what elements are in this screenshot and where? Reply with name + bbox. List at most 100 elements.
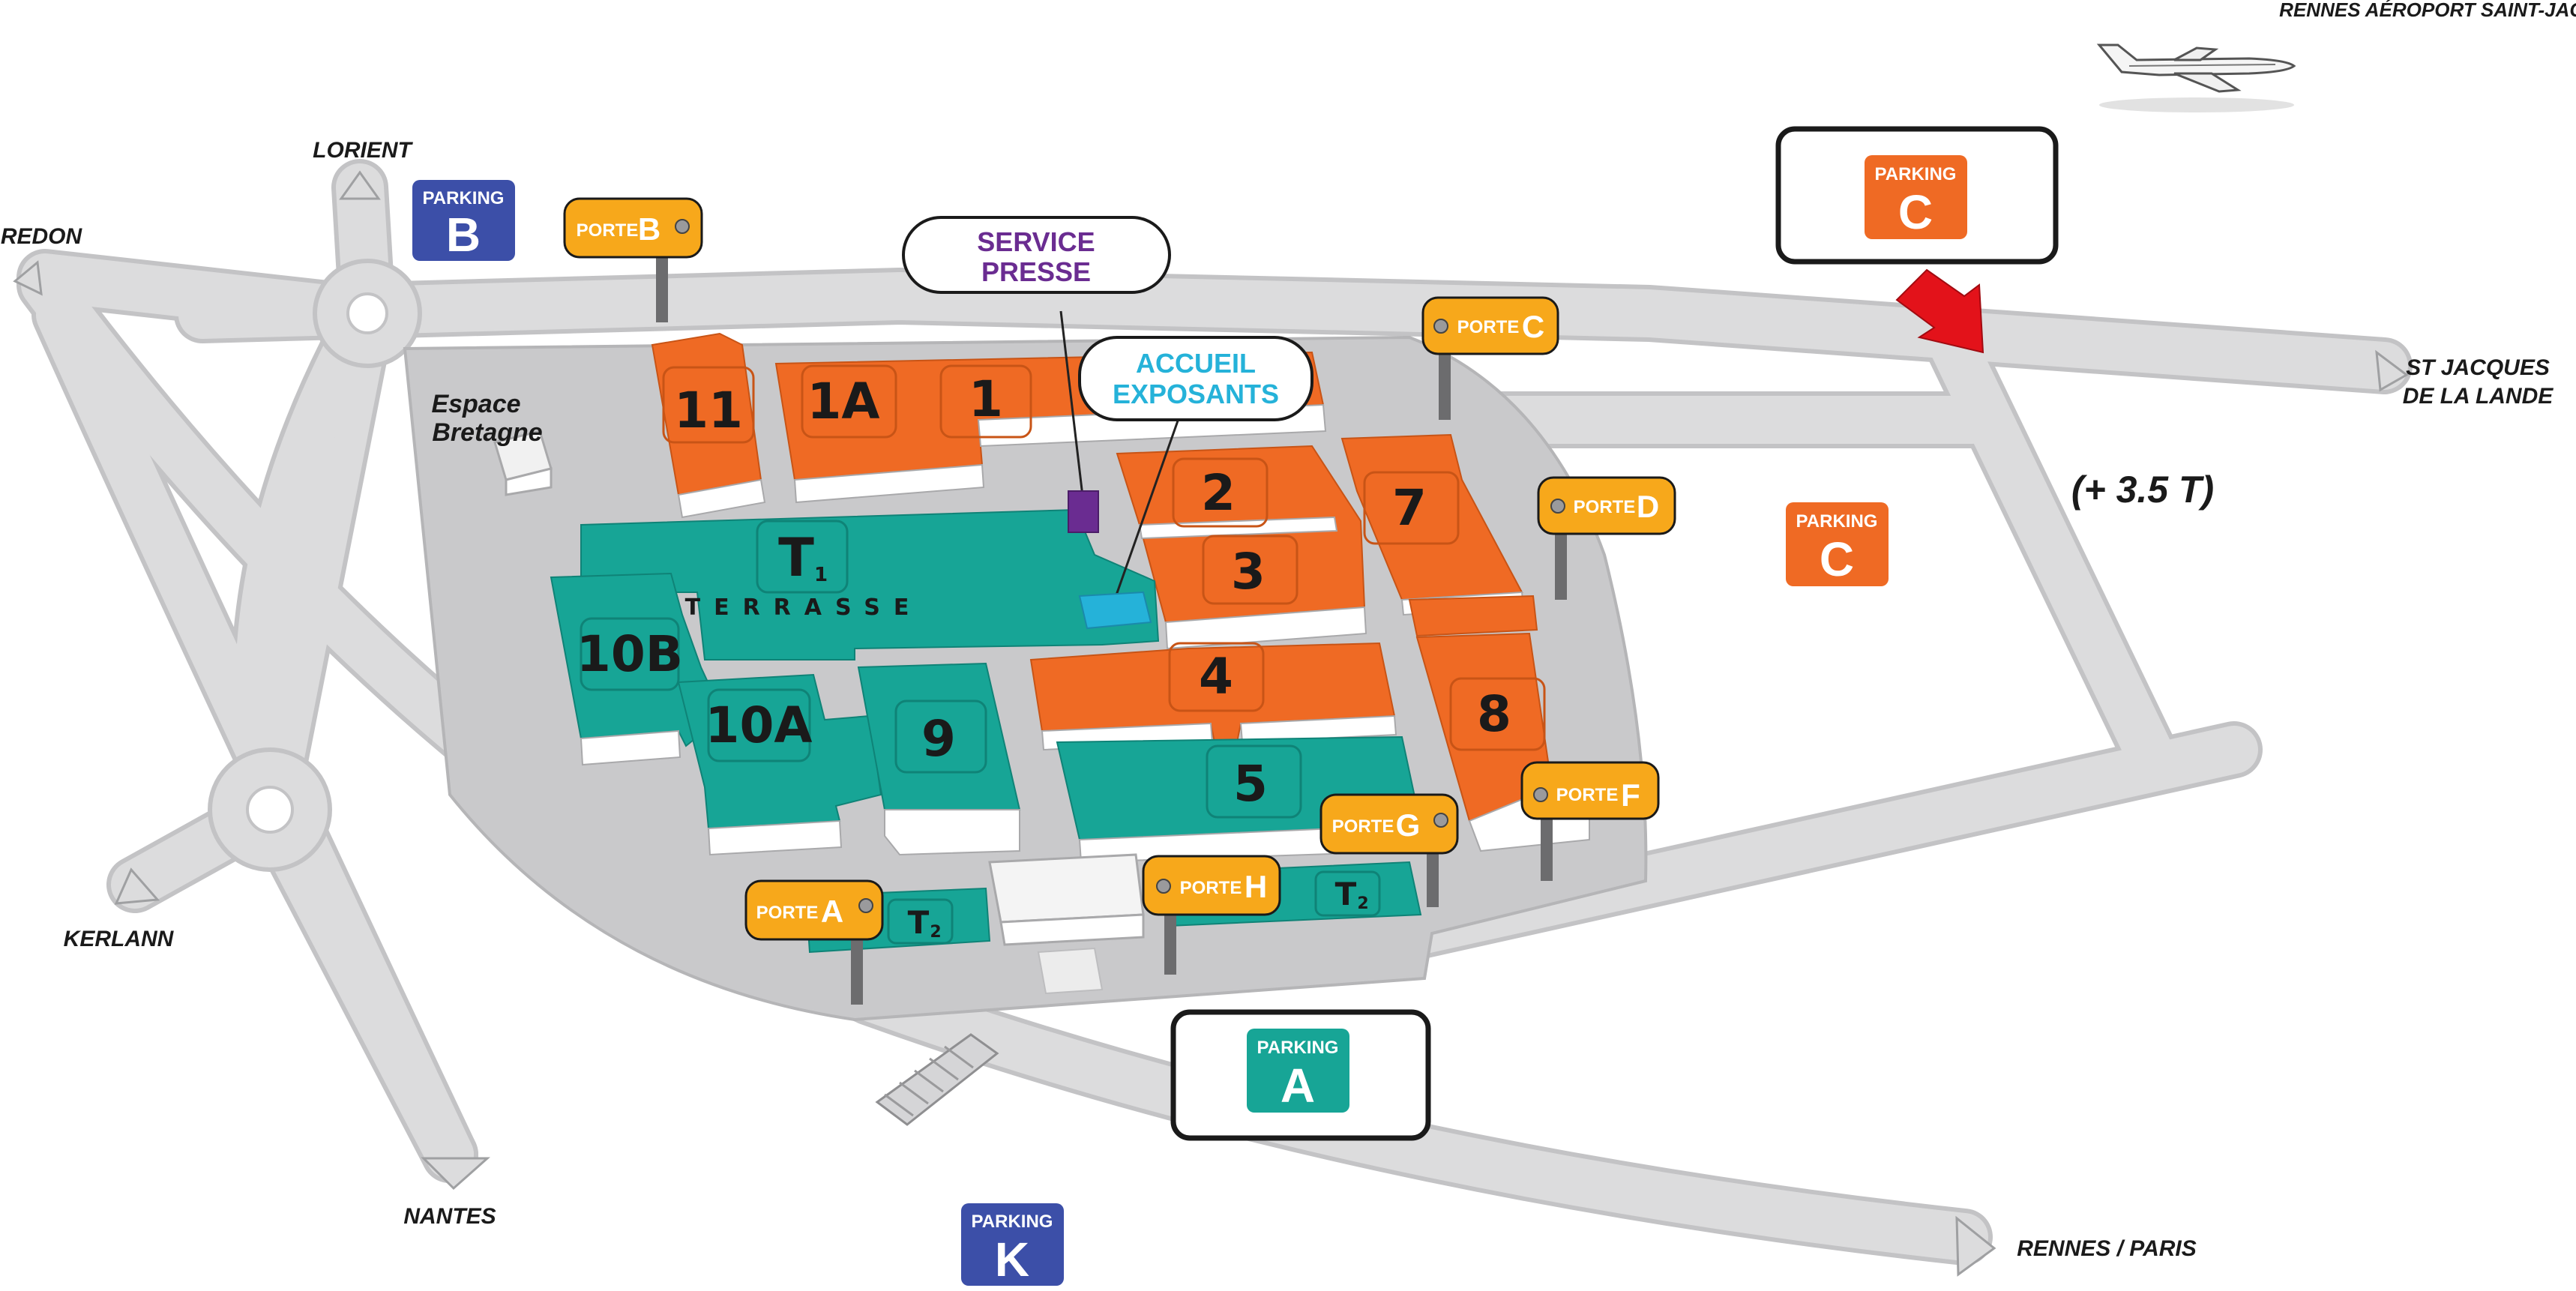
parking-b-word: PARKING <box>423 188 505 208</box>
arrow-rennes-paris-icon <box>1955 1215 1996 1277</box>
destination-redon: REDON <box>1 224 83 249</box>
terrasse-t1-shape <box>580 508 1160 660</box>
weight-limit-note: (+ 3.5 T) <box>2071 469 2214 511</box>
porte-f-sign[interactable]: PORTE F <box>1520 761 1660 881</box>
porte-b-sign[interactable]: PORTE B <box>563 197 703 322</box>
footbridge-stairs-icon <box>875 1033 999 1126</box>
porte-a-sign[interactable]: PORTE A <box>744 879 884 1005</box>
arrow-st-jacques-icon <box>2375 349 2409 392</box>
porte-g-word: PORTE <box>1332 816 1394 837</box>
parking-a-word: PARKING <box>1257 1038 1339 1058</box>
hall-2-label: 2 <box>1201 464 1236 522</box>
destination-st-jacques-line1: ST JACQUES <box>2406 355 2550 380</box>
arrow-kerlann-icon <box>114 867 160 905</box>
terrasse-t1-letter: T <box>778 527 814 589</box>
parking-k-word: PARKING <box>972 1212 1053 1232</box>
espace-bretagne-line1: Espace <box>431 390 520 418</box>
porte-c-sign[interactable]: PORTE C <box>1421 296 1559 420</box>
hall-3-label: 3 <box>1231 543 1266 601</box>
airplane-icon <box>2096 43 2296 112</box>
porte-signs: PORTE B PORTE C PORTE D PORTE F <box>563 197 1676 1005</box>
hall-7-label: 7 <box>1392 479 1427 537</box>
porte-d-word: PORTE <box>1574 497 1636 517</box>
destination-airport: RENNES AÉROPORT SAINT-JACQUES <box>2279 0 2576 21</box>
parking-k-letter: K <box>995 1233 1029 1287</box>
porte-b-pin-icon <box>675 219 690 234</box>
parking-c-right-word: PARKING <box>1796 511 1878 532</box>
porte-h-sign[interactable]: PORTE H <box>1142 855 1281 975</box>
parking-b-letter: B <box>446 208 481 262</box>
parking-c-right-sign[interactable]: PARKING C <box>1786 502 1889 586</box>
terrasse-t2-left-sub: 2 <box>930 923 941 942</box>
service-presse-callout: SERVICE PRESSE <box>902 216 1171 533</box>
porte-g-letter: G <box>1396 807 1421 843</box>
porte-a-letter: A <box>821 894 843 929</box>
destination-labels: RENNES AÉROPORT SAINT-JACQUES LORIENT RE… <box>1 0 2576 1261</box>
hall-1a-label: 1A <box>807 373 879 430</box>
porte-c-letter: C <box>1522 309 1544 344</box>
porte-c-pin-icon <box>1433 319 1448 334</box>
porte-f-letter: F <box>1621 777 1640 813</box>
parking-k-sign[interactable]: PARKING K <box>961 1203 1064 1287</box>
destination-st-jacques-line2: DE LA LANDE <box>2403 384 2554 409</box>
hall-9-label: 9 <box>921 710 956 768</box>
service-presse-line2: PRESSE <box>981 256 1091 287</box>
espace-bretagne-building <box>493 430 553 496</box>
destination-rennes-paris: RENNES / PARIS <box>2017 1236 2197 1261</box>
hall-11-label-box: 11 <box>662 366 755 444</box>
parking-c-top-sign[interactable]: PARKING C <box>1775 126 2059 265</box>
porte-d-pin-icon <box>1550 499 1565 514</box>
terrasse-t2-left-letter: T <box>908 904 930 941</box>
hall-4-label: 4 <box>1199 648 1233 705</box>
porte-g-pin-icon <box>1433 813 1448 828</box>
hall-labels: 11 1A 1 2 3 4 7 8 10B 10A 9 5 T 1 TERRAS… <box>577 364 1546 945</box>
destination-kerlann: KERLANN <box>64 927 175 951</box>
accueil-exposants-line1: ACCUEIL <box>1136 348 1256 379</box>
arrow-to-parking-c-icon <box>1895 268 1984 354</box>
hall-11-shape <box>651 332 762 496</box>
porte-a-word: PORTE <box>756 903 819 923</box>
porte-b-letter: B <box>638 211 660 247</box>
porte-c-word: PORTE <box>1457 317 1520 337</box>
porte-h-word: PORTE <box>1180 878 1242 898</box>
parking-c-right-letter: C <box>1820 532 1854 586</box>
porte-a-pin-icon <box>858 898 873 913</box>
terrasse-t1-sub: 1 <box>814 564 828 586</box>
terrasse-t2-right-letter: T <box>1335 876 1357 912</box>
arrow-lorient-icon <box>339 170 381 200</box>
destination-lorient: LORIENT <box>313 138 413 163</box>
hall-10a-label: 10A <box>705 696 813 754</box>
hall-1-label: 1 <box>969 370 1003 428</box>
porte-h-letter: H <box>1245 869 1267 904</box>
parking-a-sign[interactable]: PARKING A <box>1170 1009 1431 1141</box>
porte-d-sign[interactable]: PORTE D <box>1537 476 1676 600</box>
accueil-exposants-line2: EXPOSANTS <box>1113 379 1279 409</box>
parking-a-letter: A <box>1281 1059 1315 1113</box>
arrow-redon-icon <box>13 260 43 296</box>
hall-11-label: 11 <box>674 382 743 439</box>
road-arrows <box>13 170 2409 1277</box>
porte-f-word: PORTE <box>1556 785 1619 805</box>
parking-c-top-letter: C <box>1898 185 1933 239</box>
porte-f-pin-icon <box>1533 787 1548 802</box>
espace-bretagne-line2: Bretagne <box>432 418 542 447</box>
parking-c-top-word: PARKING <box>1875 164 1957 184</box>
porte-d-letter: D <box>1637 489 1659 524</box>
parking-signs: PARKING B PARKING C PARKING C PARKING A … <box>412 126 2059 1287</box>
accueil-exposants-callout: ACCUEIL EXPOSANTS <box>1078 336 1313 630</box>
porte-g-sign[interactable]: PORTE G <box>1319 793 1459 907</box>
central-entrance-building <box>988 853 1145 995</box>
hall-5-label: 5 <box>1233 755 1268 813</box>
arrow-nantes-icon <box>421 1157 490 1191</box>
terrasse-t2-right-sub: 2 <box>1357 894 1368 913</box>
porte-h-pin-icon <box>1156 879 1171 894</box>
terrasse-label: TERRASSE <box>685 595 923 621</box>
hall-10a-shape <box>677 673 882 830</box>
destination-nantes: NANTES <box>403 1204 496 1229</box>
hall-8-label: 8 <box>1477 685 1511 743</box>
parking-b-sign[interactable]: PARKING B <box>412 180 515 262</box>
service-presse-line1: SERVICE <box>977 226 1095 257</box>
porte-b-word: PORTE <box>577 220 639 241</box>
hall-10b-label: 10B <box>577 625 683 683</box>
